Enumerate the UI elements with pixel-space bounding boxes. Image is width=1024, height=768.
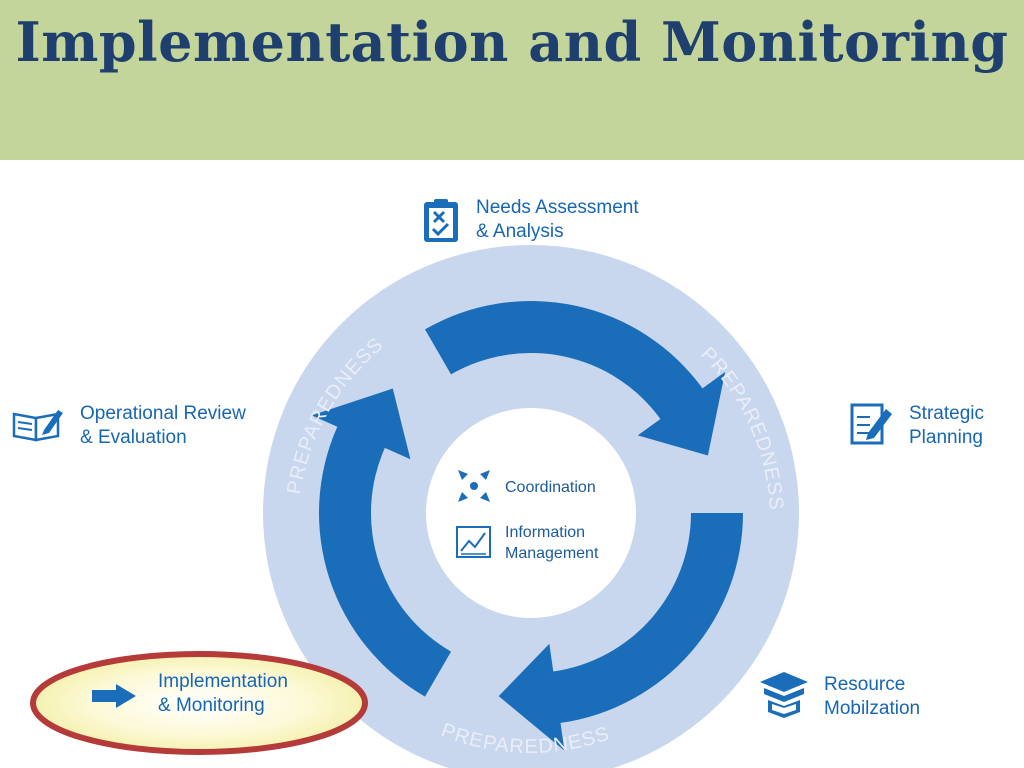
clipboard-checklist-icon bbox=[424, 199, 458, 242]
cycle-arrow-top bbox=[425, 301, 726, 456]
cycle-arrows bbox=[311, 301, 743, 751]
operational-review-label: Operational Review bbox=[80, 403, 246, 424]
cycle-arrow-left bbox=[311, 388, 451, 697]
inner-disc bbox=[426, 408, 636, 618]
highlight-oval bbox=[30, 651, 368, 755]
strategic-label: Strategic bbox=[909, 403, 984, 424]
document-pen-icon bbox=[850, 403, 892, 445]
resource-label: Resource bbox=[824, 674, 905, 695]
coordination-label: Coordination bbox=[505, 479, 596, 496]
open-book-pen-icon bbox=[12, 410, 63, 442]
open-box-icon bbox=[760, 672, 808, 718]
needs-assessment-label: Needs Assessment bbox=[476, 197, 639, 218]
title-banner bbox=[0, 0, 1024, 160]
arrow-right-icon bbox=[92, 684, 136, 708]
monitoring-label: & Monitoring bbox=[158, 695, 265, 716]
information-label: Information bbox=[505, 524, 585, 541]
mobilization-label: Mobilzation bbox=[824, 698, 920, 719]
page-title: Implementation and Monitoring bbox=[15, 10, 1009, 74]
chart-icon bbox=[456, 526, 491, 558]
cycle-arrow-right bbox=[498, 513, 743, 751]
planning-label: Planning bbox=[909, 427, 983, 448]
evaluation-label: & Evaluation bbox=[80, 427, 187, 448]
coordination-icon bbox=[458, 470, 490, 502]
analysis-label: & Analysis bbox=[476, 221, 564, 242]
management-label: Management bbox=[505, 545, 599, 562]
implementation-label: Implementation bbox=[158, 671, 288, 692]
